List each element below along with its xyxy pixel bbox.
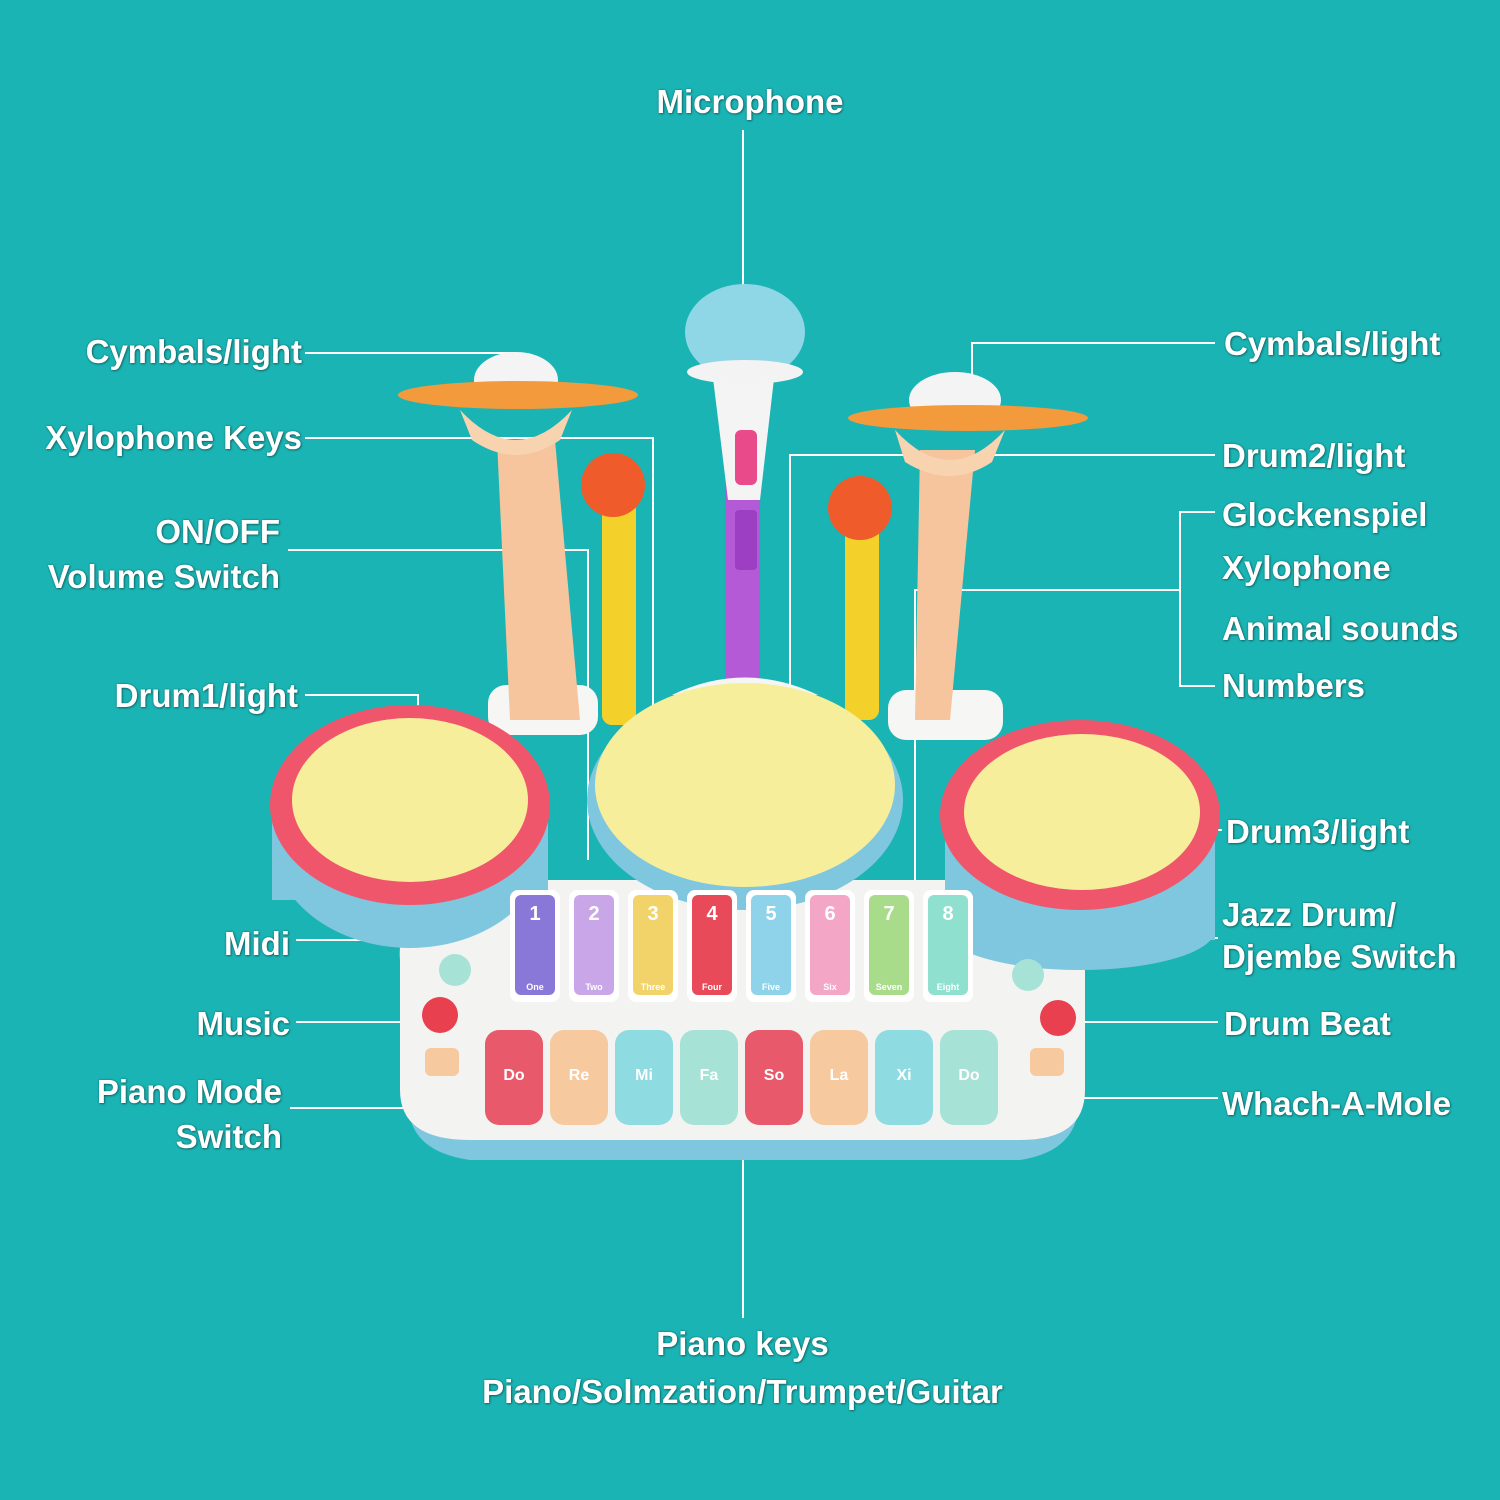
piano-key-6[interactable]: La: [810, 1030, 868, 1125]
piano-key-note: Do: [958, 1067, 980, 1084]
xylophone-bar-word: Three: [641, 982, 666, 992]
label-cymbals-right: Cymbals/light: [1224, 325, 1441, 362]
label-piano-mode-line1: Piano Mode: [96, 1073, 282, 1110]
label-whack-a-mole: Whach-A-Mole: [1222, 1085, 1452, 1122]
mallets: [581, 453, 892, 725]
microphone: [685, 284, 805, 500]
label-microphone: Microphone: [656, 83, 844, 120]
drum3: [940, 720, 1220, 970]
piano-key-4[interactable]: Fa: [680, 1030, 738, 1125]
xylophone-bar-word: Two: [585, 982, 603, 992]
label-on-off-line2: Volume Switch: [47, 558, 280, 595]
label-xylophone-keys: Xylophone Keys: [45, 419, 302, 456]
xylophone-bar-number: 4: [706, 903, 718, 925]
xylophone-bar-number: 2: [588, 903, 599, 925]
label-midi: Midi: [224, 925, 290, 962]
piano-key-note: Mi: [635, 1067, 653, 1084]
label-drum3: Drum3/light: [1226, 813, 1410, 850]
piano-key-note: La: [830, 1067, 849, 1084]
label-piano-keys-line2: Piano/Solmzation/Trumpet/Guitar: [482, 1373, 1003, 1410]
cymbal-stand-left: [398, 352, 638, 735]
piano-key-7[interactable]: Xi: [875, 1030, 933, 1125]
label-numbers: Numbers: [1222, 667, 1366, 704]
label-music: Music: [196, 1005, 290, 1042]
drum2: [587, 683, 903, 910]
xylophone-bar-word: One: [526, 982, 544, 992]
label-animal-sounds: Animal sounds: [1222, 610, 1459, 647]
microphone-stand: [672, 470, 818, 695]
piano-key-3[interactable]: Mi: [615, 1030, 673, 1125]
label-piano-mode-line2: Switch: [175, 1118, 282, 1155]
piano-key-note: Fa: [700, 1067, 719, 1084]
xylophone-bar-number: 6: [824, 903, 835, 925]
xylophone-bar-number: 7: [883, 903, 894, 925]
label-glockenspiel: Glockenspiel: [1222, 496, 1428, 533]
piano-key-note: Do: [503, 1067, 525, 1084]
piano-key-8[interactable]: Do: [940, 1030, 998, 1125]
xylophone-bar-word: Five: [762, 982, 780, 992]
side-buttons: [422, 954, 1076, 1076]
piano-key-note: Xi: [896, 1067, 911, 1084]
xylophone-bar-word: Four: [702, 982, 722, 992]
piano-key-note: So: [764, 1067, 785, 1084]
xylophone-bar-word: Seven: [876, 982, 903, 992]
xylophone-bar-number: 5: [765, 903, 776, 925]
label-jazz-line1: Jazz Drum/: [1222, 896, 1397, 933]
label-drum-beat: Drum Beat: [1224, 1005, 1391, 1042]
label-xylophone: Xylophone: [1222, 549, 1391, 586]
xylophone-bar-number: 8: [942, 903, 953, 925]
label-piano-keys-line1: Piano keys: [656, 1325, 829, 1362]
piano-key-1[interactable]: Do: [485, 1030, 543, 1125]
piano-key-5[interactable]: So: [745, 1030, 803, 1125]
xylophone-bar-number: 3: [647, 903, 658, 925]
label-drum2: Drum2/light: [1222, 437, 1406, 474]
piano-keys: Do Re Mi Fa So La Xi Do: [485, 1030, 998, 1125]
piano-key-2[interactable]: Re: [550, 1030, 608, 1125]
xylophone-bar-word: Six: [823, 982, 837, 992]
label-jazz-line2: Djembe Switch: [1222, 938, 1457, 975]
cymbal-stand-right: [848, 372, 1088, 740]
label-drum1: Drum1/light: [114, 677, 298, 714]
xylophone-bar-word: Eight: [937, 982, 960, 992]
label-on-off-line1: ON/OFF: [155, 513, 280, 550]
label-cymbals-left: Cymbals/light: [85, 333, 302, 370]
piano-key-note: Re: [569, 1067, 590, 1084]
drum1: [270, 705, 550, 948]
xylophone-bar-number: 1: [529, 903, 540, 925]
